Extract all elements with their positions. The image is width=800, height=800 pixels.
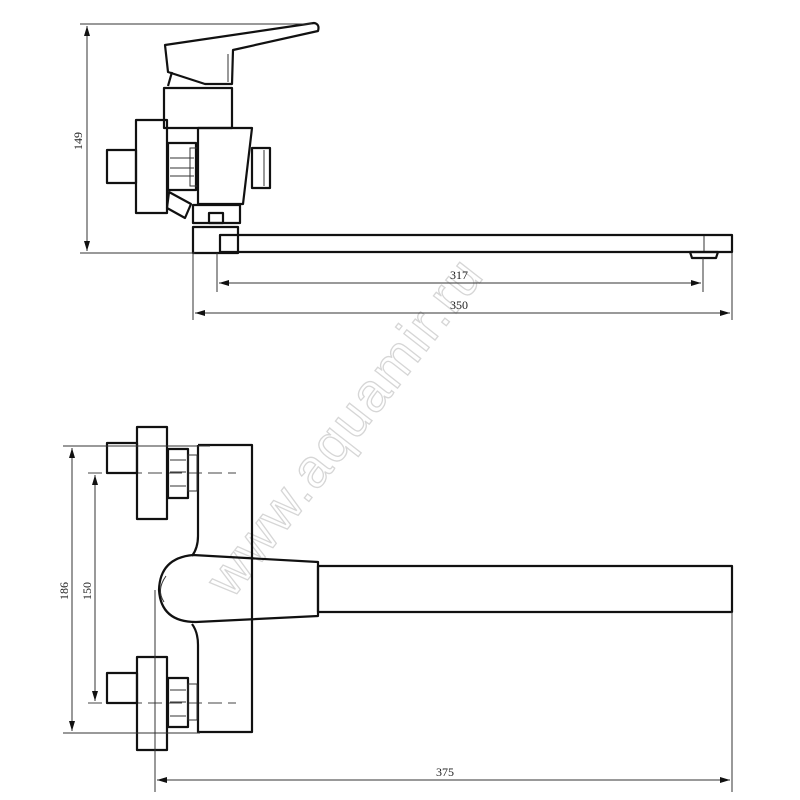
inlet-stub-right bbox=[250, 146, 272, 190]
svg-text:350: 350 bbox=[450, 298, 468, 312]
eccentric-disc bbox=[134, 118, 169, 215]
inlet-bottom bbox=[105, 655, 198, 752]
inlet-top bbox=[105, 425, 198, 521]
spout-arm bbox=[218, 233, 734, 254]
diverter-knob bbox=[165, 190, 193, 220]
cartridge-body bbox=[162, 86, 234, 130]
svg-text:150: 150 bbox=[80, 582, 94, 600]
dimension-317: 317 bbox=[216, 253, 704, 292]
svg-text:317: 317 bbox=[450, 268, 468, 282]
lever-handle-front bbox=[157, 553, 320, 624]
svg-text:186: 186 bbox=[57, 582, 71, 600]
lever-handle bbox=[163, 21, 320, 87]
dimension-350: 350 bbox=[192, 253, 733, 320]
svg-text:149: 149 bbox=[71, 132, 85, 150]
side-view: 149 317 350 bbox=[71, 21, 734, 320]
dimension-186: 186 bbox=[57, 445, 210, 734]
mixer-body bbox=[196, 126, 254, 206]
dimension-375: 375 bbox=[154, 590, 733, 792]
inlet-stub-left bbox=[105, 148, 138, 185]
dimension-150: 150 bbox=[80, 475, 98, 701]
spout-base bbox=[191, 225, 240, 255]
front-view: 186 150 375 bbox=[57, 425, 734, 792]
svg-text:375: 375 bbox=[436, 765, 454, 779]
dimension-149: 149 bbox=[71, 23, 312, 254]
aerator bbox=[688, 250, 720, 260]
spout-arm-front bbox=[316, 564, 734, 614]
hex-nut bbox=[166, 141, 199, 192]
